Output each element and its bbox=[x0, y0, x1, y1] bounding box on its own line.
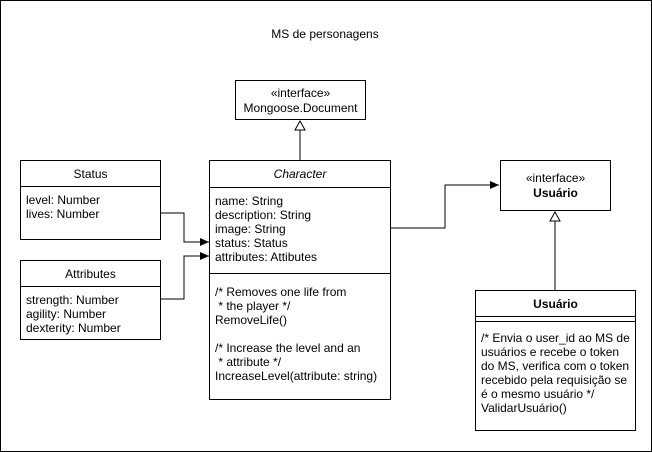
usuario-method-comment-4: recebido pela requisição se bbox=[481, 373, 628, 387]
mongoose-stereotype: «interface» bbox=[270, 86, 331, 100]
character-attr-attributes: attributes: Attibutes bbox=[215, 250, 318, 264]
character-method-increase-level: IncreaseLevel(attribute: string) bbox=[215, 369, 378, 383]
character-class-name: Character bbox=[273, 167, 327, 181]
attributes-attr-strength: strength: Number bbox=[26, 293, 119, 307]
mongoose-name: Mongoose.Document bbox=[243, 101, 358, 115]
mongoose-document-interface[interactable]: «interface» Mongoose.Document bbox=[235, 80, 366, 120]
attributes-attr-agility: agility: Number bbox=[26, 307, 107, 321]
character-class-divider bbox=[210, 273, 390, 274]
usuario-interface[interactable]: «interface» Usuário bbox=[500, 160, 611, 211]
usuario-method-comment-2: usuários e recebe o token bbox=[481, 345, 620, 359]
character-to-usuario-association bbox=[390, 181, 499, 229]
attributes-class-attributes: strength: Number agility: Number dexteri… bbox=[21, 293, 160, 335]
usuario-method-validar: ValidarUsuário() bbox=[481, 401, 567, 415]
attributes-attr-dexterity: dexterity: Number bbox=[26, 321, 121, 335]
character-method-comment-1: /* Removes one life from bbox=[215, 285, 347, 299]
character-attr-description: description: String bbox=[215, 208, 312, 222]
usuario-class-methods: /* Envia o user_id ao MS de usuários e r… bbox=[476, 331, 635, 415]
usuario-class[interactable]: Usuário /* Envia o user_id ao MS de usuá… bbox=[475, 290, 636, 431]
character-class-attributes: name: String description: String image: … bbox=[210, 194, 390, 264]
attributes-to-character-association bbox=[160, 252, 209, 300]
character-method-comment-2: * the player */ bbox=[215, 299, 291, 313]
status-class[interactable]: Status level: Number lives: Number bbox=[20, 160, 161, 240]
status-attr-level: level: Number bbox=[26, 193, 101, 207]
status-class-header: Status bbox=[21, 161, 160, 187]
status-to-character-association bbox=[160, 212, 209, 246]
usuario-class-divider bbox=[476, 321, 635, 322]
usuario-interface-name: Usuário bbox=[533, 186, 578, 200]
attributes-class[interactable]: Attributes strength: Number agility: Num… bbox=[20, 260, 161, 340]
character-class[interactable]: Character name: String description: Stri… bbox=[209, 160, 391, 400]
character-method-comment-3: /* Increase the level and an bbox=[215, 341, 361, 355]
character-method-comment-4: * attribute */ bbox=[215, 355, 282, 369]
attributes-class-header: Attributes bbox=[21, 261, 160, 287]
usuario-method-comment-5: é o mesmo usuário */ bbox=[481, 387, 595, 401]
usuario-class-header: Usuário bbox=[476, 291, 635, 317]
usuario-interface-stereotype: «interface» bbox=[525, 171, 586, 185]
usuario-method-comment-3: do MS, verifica com o token bbox=[481, 359, 630, 373]
status-class-attributes: level: Number lives: Number bbox=[21, 193, 160, 221]
status-class-name: Status bbox=[73, 166, 108, 181]
attributes-class-name: Attributes bbox=[65, 266, 116, 281]
character-class-methods: /* Removes one life from * the player */… bbox=[210, 285, 390, 383]
character-attr-status: status: Status bbox=[215, 236, 288, 250]
diagram-title: MS de personagens bbox=[271, 27, 379, 41]
character-class-header: Character bbox=[210, 161, 390, 188]
character-attr-name: name: String bbox=[215, 194, 284, 208]
usuario-method-comment-1: /* Envia o user_id ao MS de bbox=[481, 331, 630, 345]
character-attr-image: image: String bbox=[215, 222, 286, 236]
usuario-class-name: Usuário bbox=[533, 296, 578, 311]
character-method-blank bbox=[215, 327, 390, 341]
status-attr-lives: lives: Number bbox=[26, 207, 100, 221]
character-method-remove-life: RemoveLife() bbox=[215, 313, 288, 327]
